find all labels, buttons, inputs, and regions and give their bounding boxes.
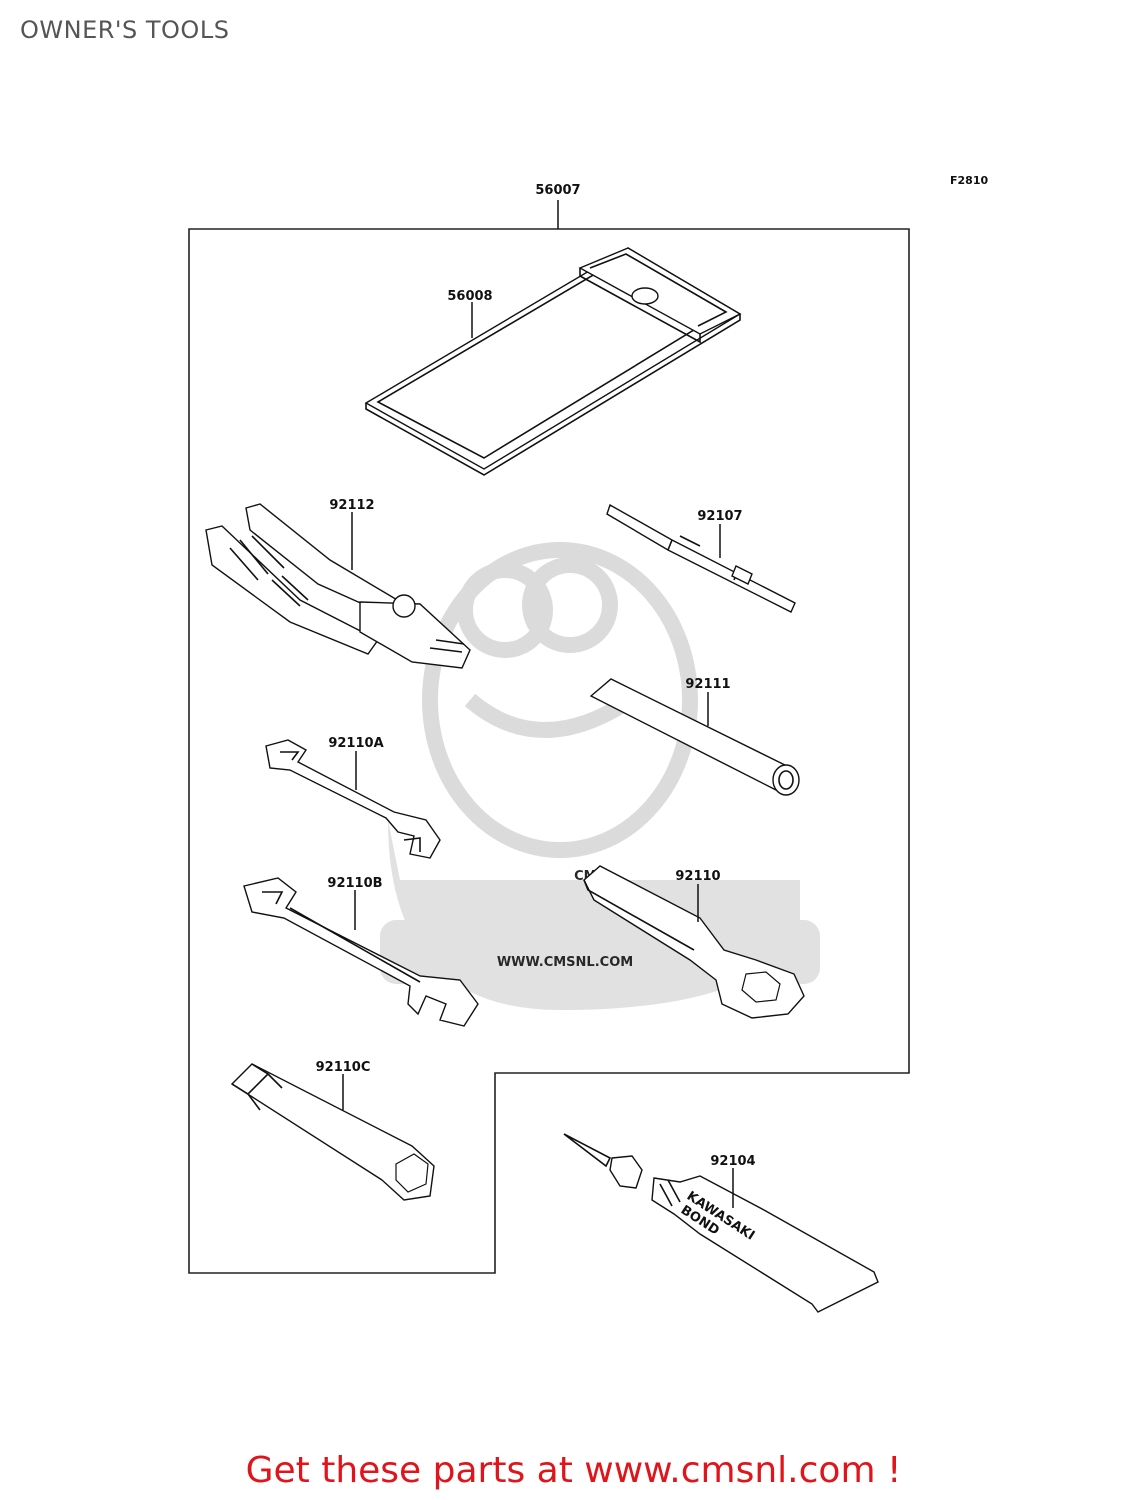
wrench-small-icon — [265, 739, 441, 859]
footer-link-container: Get these parts at www.cmsnl.com ! — [0, 1450, 1147, 1491]
watermark-url: WWW.CMSNL.COM — [497, 955, 633, 970]
wrench-large-icon — [243, 877, 479, 1027]
spark-plug-wrench-icon — [230, 1063, 435, 1201]
pliers-icon — [205, 503, 471, 669]
part-label-92107: 92107 — [697, 509, 742, 524]
screwdriver-icon — [606, 503, 796, 613]
part-label-92104: 92104 — [710, 1154, 755, 1169]
part-label-92110: 92110 — [675, 869, 720, 884]
part-label-56007: 56007 — [535, 183, 580, 198]
tool-kit-outline — [188, 228, 910, 1274]
handle-bar-icon — [589, 678, 800, 796]
page-title: OWNER'S TOOLS — [20, 16, 230, 44]
part-label-92111: 92111 — [685, 677, 730, 692]
part-label-92110B: 92110B — [327, 876, 382, 891]
part-label-92112: 92112 — [329, 498, 374, 513]
figure-code: F2810 — [950, 174, 988, 187]
cms-watermark: CMS WWW.CMSNL.COM — [380, 542, 820, 1010]
footer-link[interactable]: Get these parts at www.cmsnl.com ! — [245, 1450, 902, 1491]
part-label-92110A: 92110A — [328, 736, 383, 751]
bond-tube-icon: KAWASAKI BOND — [563, 1133, 879, 1313]
tool-bag-icon — [364, 247, 742, 476]
part-label-56008: 56008 — [447, 289, 492, 304]
box-wrench-icon — [583, 865, 805, 1019]
part-label-92110C: 92110C — [316, 1060, 371, 1075]
